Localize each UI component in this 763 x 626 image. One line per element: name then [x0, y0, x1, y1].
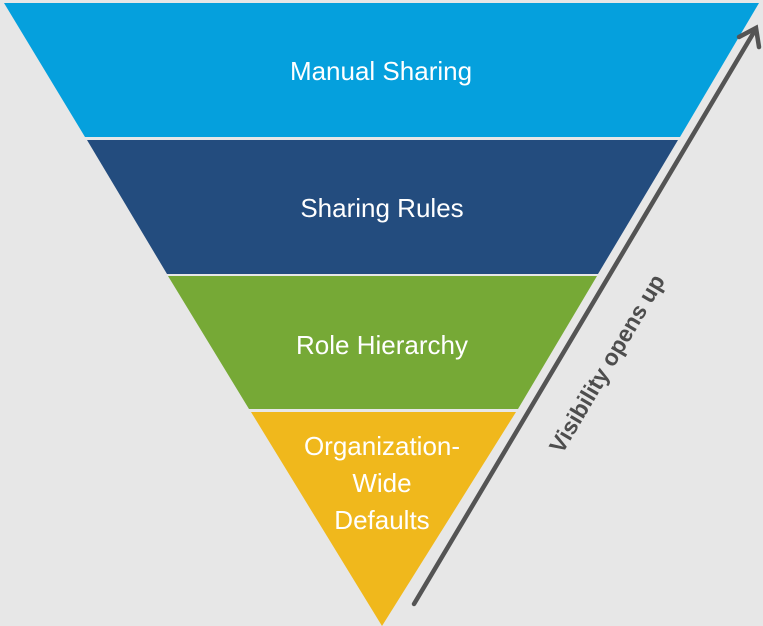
layer-organization-wide-defaults	[251, 412, 516, 626]
visibility-arrow	[411, 24, 762, 607]
layer-label-sharing-rules: Sharing Rules	[300, 193, 464, 223]
owd-line-1: Organization-	[303, 431, 461, 461]
layer-sharing-rules	[87, 140, 678, 274]
layer-label-organization-wide-defaults: Organization- Wide Defaults	[304, 428, 460, 539]
layer-role-hierarchy	[168, 276, 597, 409]
owd-line-2: Wide	[352, 468, 412, 498]
layer-label-manual-sharing: Manual Sharing	[289, 56, 473, 86]
layer-manual-sharing	[4, 3, 759, 137]
owd-line-3: Defaults	[334, 505, 430, 535]
layer-label-role-hierarchy: Role Hierarchy	[296, 330, 468, 360]
arrow-head-icon	[736, 24, 762, 50]
arrow-shaft	[411, 29, 757, 607]
